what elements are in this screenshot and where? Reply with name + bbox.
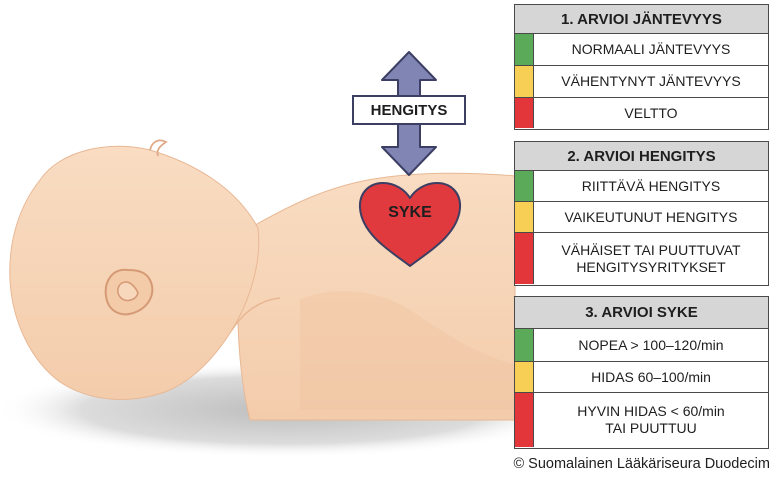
- row-label: NOPEA > 100–120/min: [578, 336, 724, 353]
- status-green: [515, 329, 534, 361]
- panel-title: 2. ARVIOI HENGITYS: [515, 142, 768, 171]
- row-label: VELTTO: [624, 104, 678, 121]
- table-row: VÄHENTYNYT JÄNTEVYYS: [515, 66, 768, 98]
- breathing-label: HENGITYS: [352, 95, 466, 125]
- infant-arm: [300, 291, 515, 410]
- heart-rate-panel: 3. ARVIOI SYKE NOPEA > 100–120/min HIDAS…: [514, 296, 769, 449]
- status-red: [515, 393, 534, 447]
- breathing-panel: 2. ARVIOI HENGITYS RIITTÄVÄ HENGITYS VAI…: [514, 141, 769, 286]
- status-green: [515, 171, 534, 201]
- ear: [104, 268, 154, 316]
- row-label: VAIKEUTUNUT HENGITYS: [564, 208, 738, 225]
- status-red: [515, 233, 534, 284]
- table-row: VELTTO: [515, 98, 768, 128]
- status-red: [515, 98, 534, 128]
- row-label: NORMAALI JÄNTEVYYS: [571, 41, 731, 57]
- table-row: HIDAS 60–100/min: [515, 362, 768, 393]
- heart-icon: [358, 182, 462, 267]
- copyright-text: © Suomalainen Lääkäriseura Duodecim: [513, 456, 770, 472]
- table-row: HYVIN HIDAS < 60/min TAI PUUTTUU: [515, 393, 768, 447]
- row-label: VÄHÄISET TAI PUUTTUVAT HENGITYSYRITYKSET: [561, 241, 741, 275]
- row-label: VÄHENTYNYT JÄNTEVYYS: [561, 73, 741, 89]
- table-row: NOPEA > 100–120/min: [515, 329, 768, 362]
- row-label: HYVIN HIDAS < 60/min TAI PUUTTUU: [577, 403, 725, 436]
- status-yellow: [515, 66, 534, 97]
- status-yellow: [515, 202, 534, 232]
- tone-panel: 1. ARVIOI JÄNTEVYYS NORMAALI JÄNTEVYYS V…: [514, 4, 769, 130]
- table-row: RIITTÄVÄ HENGITYS: [515, 171, 768, 202]
- row-label: HIDAS 60–100/min: [591, 368, 711, 385]
- table-row: VÄHÄISET TAI PUUTTUVAT HENGITYSYRITYKSET: [515, 233, 768, 284]
- neck-crease: [231, 297, 281, 331]
- panel-title: 3. ARVIOI SYKE: [515, 297, 768, 329]
- table-row: NORMAALI JÄNTEVYYS: [515, 34, 768, 66]
- row-label: RIITTÄVÄ HENGITYS: [581, 177, 721, 194]
- status-yellow: [515, 362, 534, 392]
- table-row: VAIKEUTUNUT HENGITYS: [515, 202, 768, 233]
- hair-tuft: [149, 139, 168, 157]
- status-green: [515, 34, 534, 65]
- panel-title: 1. ARVIOI JÄNTEVYYS: [515, 5, 768, 34]
- heart-label: SYKE: [388, 204, 432, 221]
